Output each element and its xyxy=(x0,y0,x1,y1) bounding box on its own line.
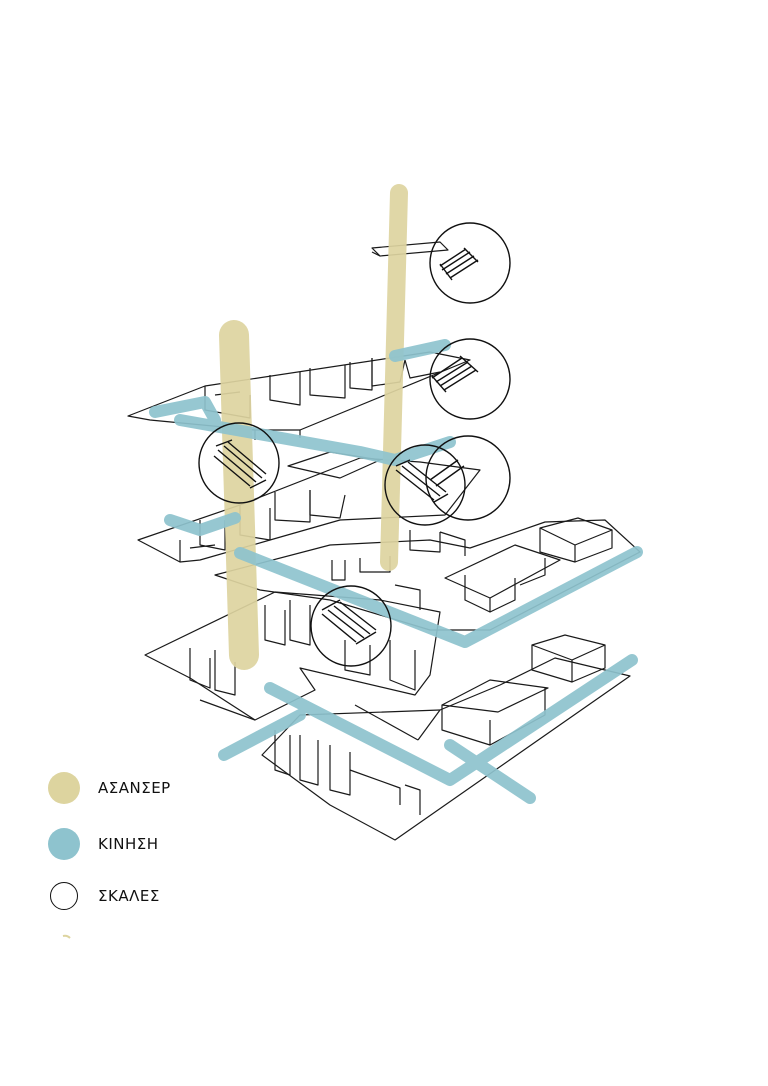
legend-label-circulation: ΚΙΝΗΣΗ xyxy=(98,835,159,853)
stair-level-2-right xyxy=(395,459,465,503)
elevator-shaft-right xyxy=(380,184,408,571)
elevator-shaft-left xyxy=(219,320,259,670)
circulation-path-basement xyxy=(264,654,638,786)
stairs-circles xyxy=(198,222,511,667)
circulation-path-level-1 xyxy=(234,546,643,648)
stairs-circle-level-2-mid xyxy=(384,444,466,526)
circulation-path-mid xyxy=(174,414,456,466)
stairs-circle-level-2-right xyxy=(425,435,511,521)
legend-label-stairs: ΣΚΑΛΕΣ xyxy=(98,887,160,905)
elevator-shafts xyxy=(219,184,408,670)
floor-level-basement xyxy=(261,634,631,841)
stray-mark xyxy=(62,934,71,939)
stairs-circle-icon xyxy=(50,882,78,910)
circulation-path-basement-cross xyxy=(218,709,306,761)
stair-roof xyxy=(439,247,479,281)
stairs-circle-roof xyxy=(429,222,511,304)
legend-label-elevator: ΑΣΑΝΣΕΡ xyxy=(98,779,171,797)
stairs-circle-level-1 xyxy=(310,585,392,667)
circulation-swatch-icon xyxy=(48,828,80,860)
circulation-path-basement-cross-2 xyxy=(444,739,536,804)
circulation-path-upper-link xyxy=(389,339,451,362)
stairs-circle-level-3 xyxy=(429,338,511,420)
circulation-path-upper xyxy=(149,396,221,426)
floor-level-3 xyxy=(127,351,471,440)
stair-level-2-left xyxy=(213,439,267,489)
floor-level-2 xyxy=(137,451,481,563)
stairs-circle-level-2-left xyxy=(198,422,280,504)
legend-item-stairs: ΣΚΑΛΕΣ xyxy=(48,879,160,913)
stair-level-1 xyxy=(321,599,377,645)
circulation-path-mid-lower xyxy=(164,512,241,536)
elevator-swatch-icon xyxy=(48,772,80,804)
roof-slab xyxy=(371,241,449,257)
stair-drawings xyxy=(213,247,479,645)
legend-item-elevator: ΑΣΑΝΣΕΡ xyxy=(48,771,171,805)
circulation-paths xyxy=(149,339,643,804)
stair-level-3 xyxy=(431,355,479,393)
legend-item-circulation: ΚΙΝΗΣΗ xyxy=(48,827,159,861)
